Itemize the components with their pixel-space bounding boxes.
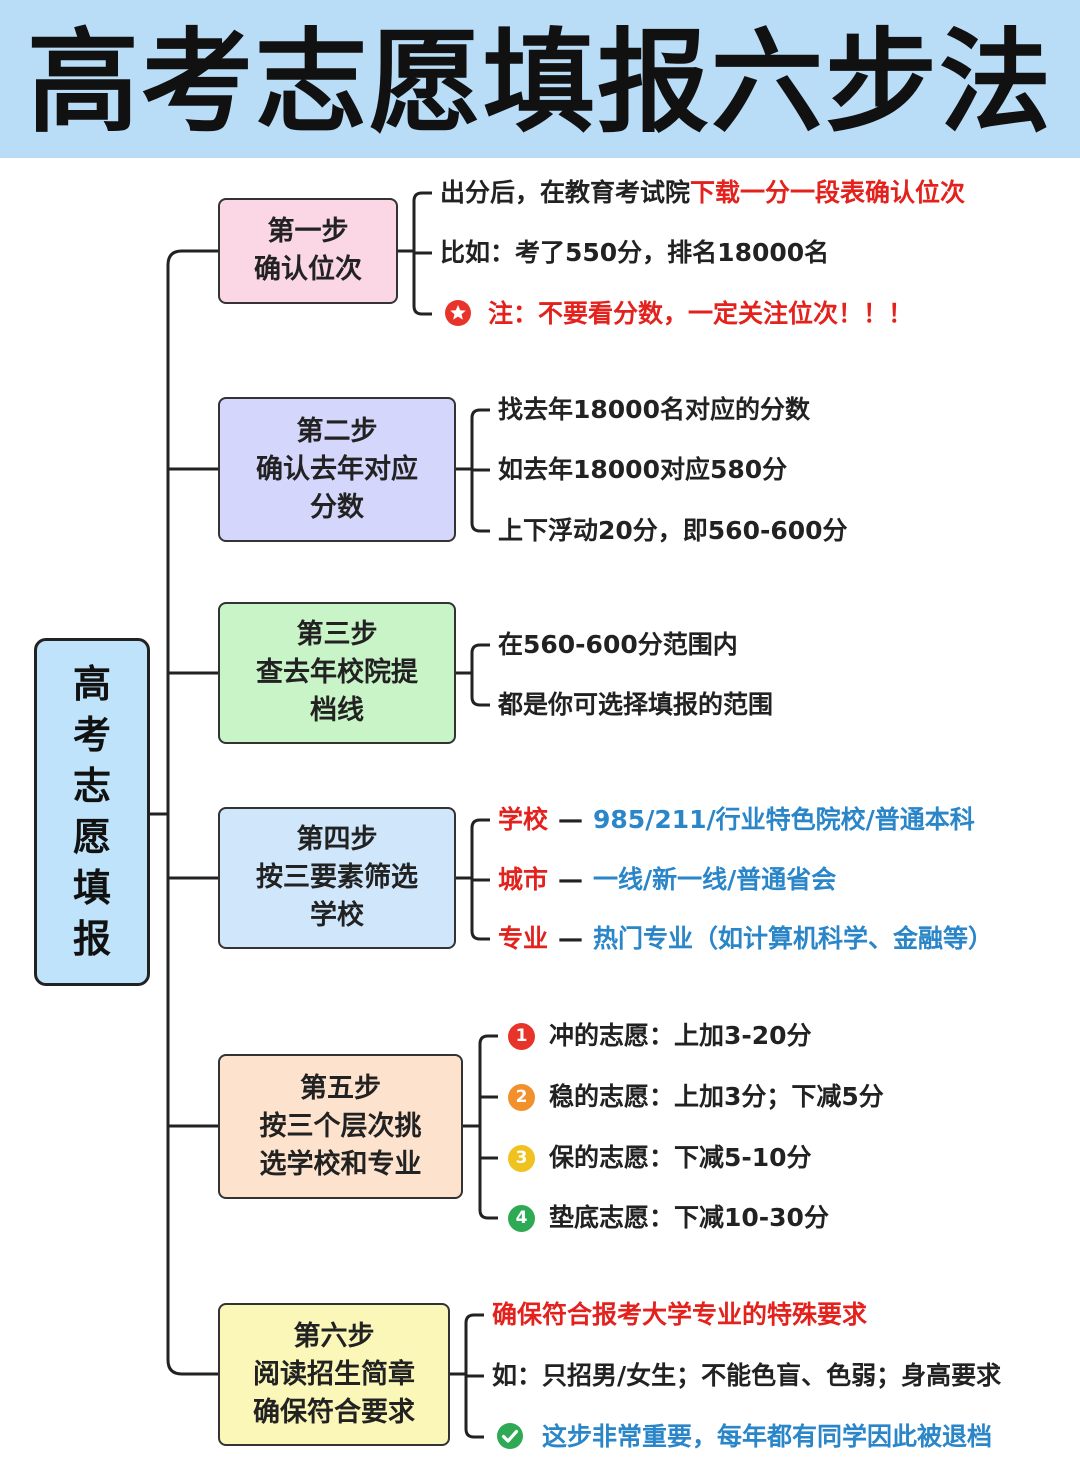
root-node: 高 考 志 愿 填 报 [34,638,150,986]
step-label-line: 确认去年对应 [256,453,418,485]
step-5-item-1: 1 冲的志愿：上加3-20分 [508,1019,812,1053]
step-label-line: 阅读招生简章 [253,1358,415,1390]
item-key: 专业 [498,924,549,953]
item-dash: — [558,924,584,953]
step-label-line: 第四步 [296,824,378,855]
number-badge-4: 4 [508,1205,535,1232]
page-title: 高考志愿填报六步法 [27,18,1053,148]
step-label-line: 选学校和专业 [259,1148,422,1180]
check-circle-icon [497,1423,523,1449]
step-4-item-1: 学校 — 985/211/行业特色院校/普通本科 [498,803,975,837]
step-5-node: 第五步 按三个层次挑 选学校和专业 [218,1054,463,1199]
step-6-node: 第六步 阅读招生简章 确保符合要求 [218,1303,450,1446]
step-3-node: 第三步 查去年校院提 档线 [218,602,456,744]
item-key: 城市 [498,865,549,894]
step-label-line: 第五步 [300,1072,381,1104]
step-6-item-3: 这步非常重要，每年都有同学因此被退档 [496,1420,992,1454]
step-label-line: 学校 [310,900,364,931]
step-5-item-3: 3 保的志愿：下减5-10分 [508,1141,812,1175]
step-1-item-1: 出分后，在教育考试院下载一分一段表确认位次 [440,176,965,210]
step-2-node: 第二步 确认去年对应 分数 [218,397,456,542]
root-char: 报 [72,917,111,961]
step-2-item-1: 找去年18000名对应的分数 [498,395,810,424]
item-text: 稳的志愿：上加3分；下减5分 [549,1082,884,1111]
step-2-item-3: 上下浮动20分，即560-600分 [498,516,848,545]
step-label-line: 档线 [310,695,364,726]
step-label-line: 第三步 [296,619,378,650]
step-1-node: 第一步 确认位次 [218,198,398,304]
step-3-item-2: 都是你可选择填报的范围 [498,690,774,719]
item-text: 注：不要看分数，一定关注位次！！！ [488,299,914,328]
step-label-line: 按三个层次挑 [259,1110,422,1142]
title-bar [0,0,1080,158]
star-icon [445,300,471,326]
step-6-item-2: 如：只招男/女生；不能色盲、色弱；身高要求 [492,1361,1002,1390]
step-1-item-3: 注：不要看分数，一定关注位次！！！ [444,297,913,331]
item-dash: — [558,805,584,834]
step-5-item-2: 2 稳的志愿：上加3分；下减5分 [508,1080,884,1114]
step-label-line: 确认位次 [254,254,362,285]
root-char: 志 [72,764,111,808]
root-char: 高 [72,662,111,706]
step-4-item-3: 专业 — 热门专业（如计算机科学、金融等） [498,922,993,956]
step-6-item-1: 确保符合报考大学专业的特殊要求 [492,1300,868,1329]
step-label-line: 确保符合要求 [253,1396,415,1428]
number-badge-3: 3 [508,1145,535,1172]
number-badge-2: 2 [508,1084,535,1111]
step-5-item-4: 4 垫底志愿：下减10-30分 [508,1201,829,1235]
step-label-line: 第六步 [293,1320,375,1352]
item-dash: — [558,865,584,894]
item-value: 热门专业（如计算机科学、金融等） [593,924,994,953]
step-2-item-2: 如去年18000对应580分 [498,455,788,484]
item-value: 985/211/行业特色院校/普通本科 [593,805,975,834]
step-label-line: 按三要素筛选 [256,862,418,893]
item-value: 一线/新一线/普通省会 [593,865,837,894]
step-label-line: 第一步 [267,216,349,247]
step-label-line: 查去年校院提 [256,657,418,688]
step-4-node: 第四步 按三要素筛选 学校 [218,807,456,949]
item-text: 这步非常重要，每年都有同学因此被退档 [542,1422,993,1451]
item-highlight: 下载一分一段表确认位次 [690,178,966,207]
step-3-item-1: 在560-600分范围内 [498,630,738,659]
number-badge-1: 1 [508,1023,535,1050]
root-char: 考 [72,713,111,757]
item-text: 冲的志愿：上加3-20分 [549,1021,812,1050]
item-key: 学校 [498,805,549,834]
step-label-line: 分数 [310,491,364,523]
step-1-item-2: 比如：考了550分，排名18000名 [440,238,830,267]
step-4-item-2: 城市 — 一线/新一线/普通省会 [498,863,836,897]
root-char: 愿 [72,815,111,859]
item-text: 出分后，在教育考试院 [440,178,691,207]
item-text: 垫底志愿：下减10-30分 [549,1203,829,1232]
root-char: 填 [72,866,111,910]
item-text: 保的志愿：下减5-10分 [549,1143,812,1172]
step-label-line: 第二步 [296,415,378,447]
